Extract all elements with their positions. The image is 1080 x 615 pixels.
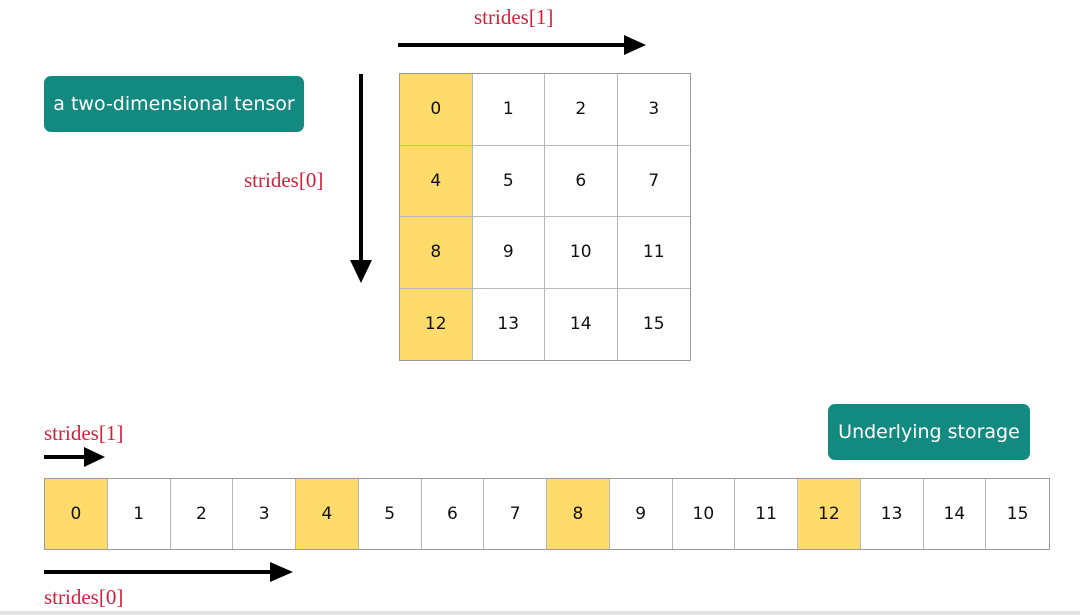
- long-right-arrow-icon: [44, 562, 293, 582]
- storage-badge: Underlying storage: [828, 404, 1030, 460]
- tensor-cell: 15: [617, 288, 690, 360]
- tensor-badge-label: a two-dimensional tensor: [53, 93, 295, 115]
- tensor-cell: 12: [400, 288, 473, 360]
- tensor-cell: 8: [400, 217, 473, 289]
- storage-cell: 4: [296, 479, 359, 549]
- storage-badge-label: Underlying storage: [838, 421, 1020, 443]
- tensor-cell: 14: [545, 288, 618, 360]
- short-right-arrow-icon: [44, 447, 105, 467]
- strides0-label: strides[0]: [244, 168, 324, 192]
- tensor-cell: 11: [617, 217, 690, 289]
- storage-cell: 2: [170, 479, 234, 549]
- tensor-cell: 9: [472, 217, 545, 289]
- top-strides1-label: strides[1]: [474, 5, 554, 29]
- storage-cell: 15: [986, 479, 1049, 549]
- tensor-cell: 2: [545, 74, 618, 146]
- down-arrow-icon: [350, 74, 372, 283]
- tensor-cell: 0: [400, 74, 473, 146]
- storage-cell: 5: [358, 479, 422, 549]
- tensor-badge: a two-dimensional tensor: [44, 76, 304, 132]
- storage-cell: 10: [672, 479, 736, 549]
- tensor-cell: 13: [472, 288, 545, 360]
- tensor-cell: 1: [472, 74, 545, 146]
- bottom-strides1-label: strides[1]: [44, 421, 124, 445]
- tensor-cell: 3: [617, 74, 690, 146]
- storage-cell: 1: [107, 479, 171, 549]
- storage-cell: 3: [233, 479, 296, 549]
- storage-cell: 8: [547, 479, 610, 549]
- storage-cell: 12: [798, 479, 861, 549]
- storage-cell: 0: [45, 479, 108, 549]
- tensor-cell: 6: [545, 145, 618, 217]
- tensor-cell: 4: [400, 145, 473, 217]
- top-right-arrow-icon: [398, 35, 646, 55]
- storage-cell: 13: [860, 479, 924, 549]
- tensor-cell: 10: [545, 217, 618, 289]
- storage-cell: 14: [923, 479, 987, 549]
- storage-cell: 6: [421, 479, 485, 549]
- tensor-cell: 5: [472, 145, 545, 217]
- tensor-cell: 7: [617, 145, 690, 217]
- bottom-divider: [0, 611, 1080, 615]
- storage-cell: 9: [609, 479, 673, 549]
- storage-cell: 7: [484, 479, 547, 549]
- storage-cell: 11: [735, 479, 798, 549]
- bottom-strides0-label: strides[0]: [44, 585, 124, 609]
